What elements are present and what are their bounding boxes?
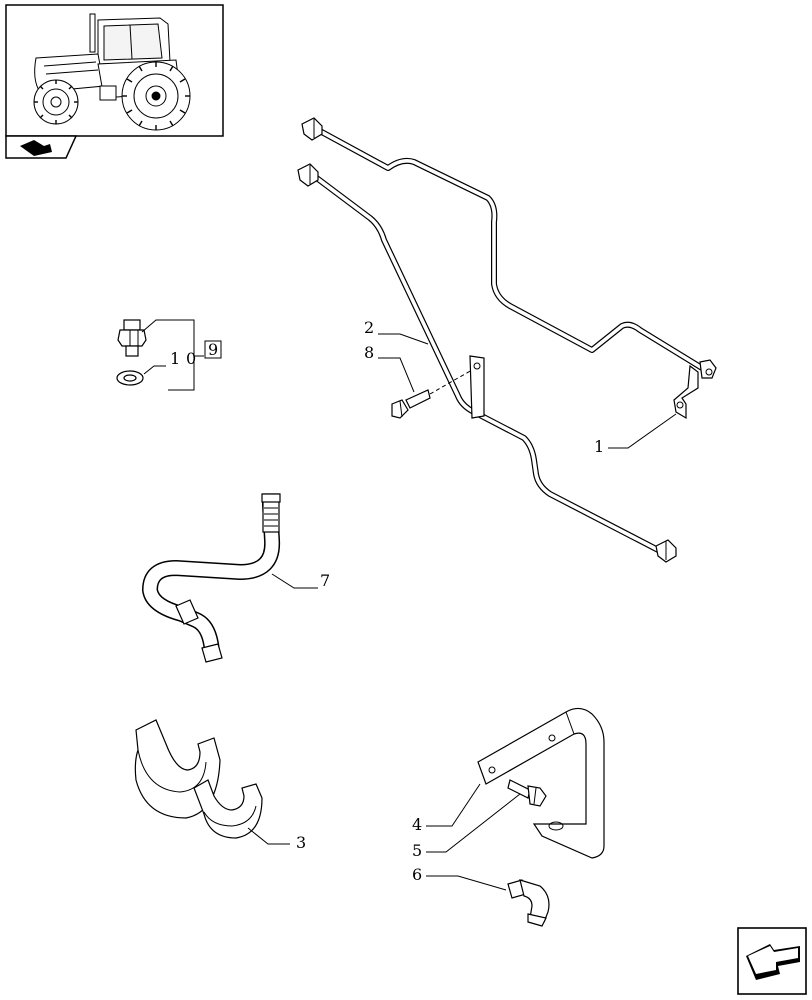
screw-part-5[interactable] bbox=[507, 779, 547, 807]
callout-2: 2 bbox=[364, 318, 374, 337]
washer-part-10[interactable] bbox=[116, 370, 144, 386]
callout-9: 9 bbox=[208, 340, 218, 359]
clamp-part-3[interactable] bbox=[134, 719, 263, 839]
callout-10-digit-1: 1 bbox=[170, 349, 180, 368]
bracket-part-4[interactable] bbox=[477, 707, 605, 859]
tube-part-1[interactable] bbox=[301, 117, 717, 379]
hose-part-7[interactable] bbox=[142, 493, 281, 663]
callout-8: 8 bbox=[364, 343, 374, 362]
leader-lines bbox=[141, 319, 677, 891]
tube-nut-1b bbox=[699, 359, 717, 379]
tube-clip[interactable] bbox=[469, 355, 485, 419]
tube-part-2[interactable] bbox=[297, 163, 677, 563]
tire-tread bbox=[34, 62, 190, 130]
tube-nut-1a bbox=[301, 117, 323, 141]
hose-fitting-top bbox=[261, 493, 281, 533]
hose-fitting-bottom bbox=[175, 599, 223, 663]
tube-nut-2b bbox=[655, 539, 677, 563]
callout-10-digit-0: 0 bbox=[186, 349, 196, 368]
next-page-arrow-icon[interactable] bbox=[737, 927, 807, 995]
tractor-icon bbox=[33, 13, 191, 131]
callout-3: 3 bbox=[296, 833, 306, 852]
callout-1: 1 bbox=[594, 437, 604, 456]
section-marker-icon bbox=[5, 135, 78, 159]
callout-box-9 bbox=[204, 340, 222, 359]
callout-7: 7 bbox=[320, 571, 330, 590]
callout-6: 6 bbox=[412, 865, 422, 884]
elbow-fitting-part-6[interactable] bbox=[507, 879, 550, 927]
fitting-part-9[interactable] bbox=[117, 319, 147, 357]
callout-4: 4 bbox=[412, 815, 422, 834]
bracket-part-1[interactable] bbox=[673, 364, 699, 420]
tractor-thumbnail[interactable] bbox=[5, 4, 224, 137]
tube-nut-2a bbox=[297, 163, 319, 187]
bolt-part-8[interactable] bbox=[391, 369, 473, 419]
callout-5: 5 bbox=[412, 841, 422, 860]
